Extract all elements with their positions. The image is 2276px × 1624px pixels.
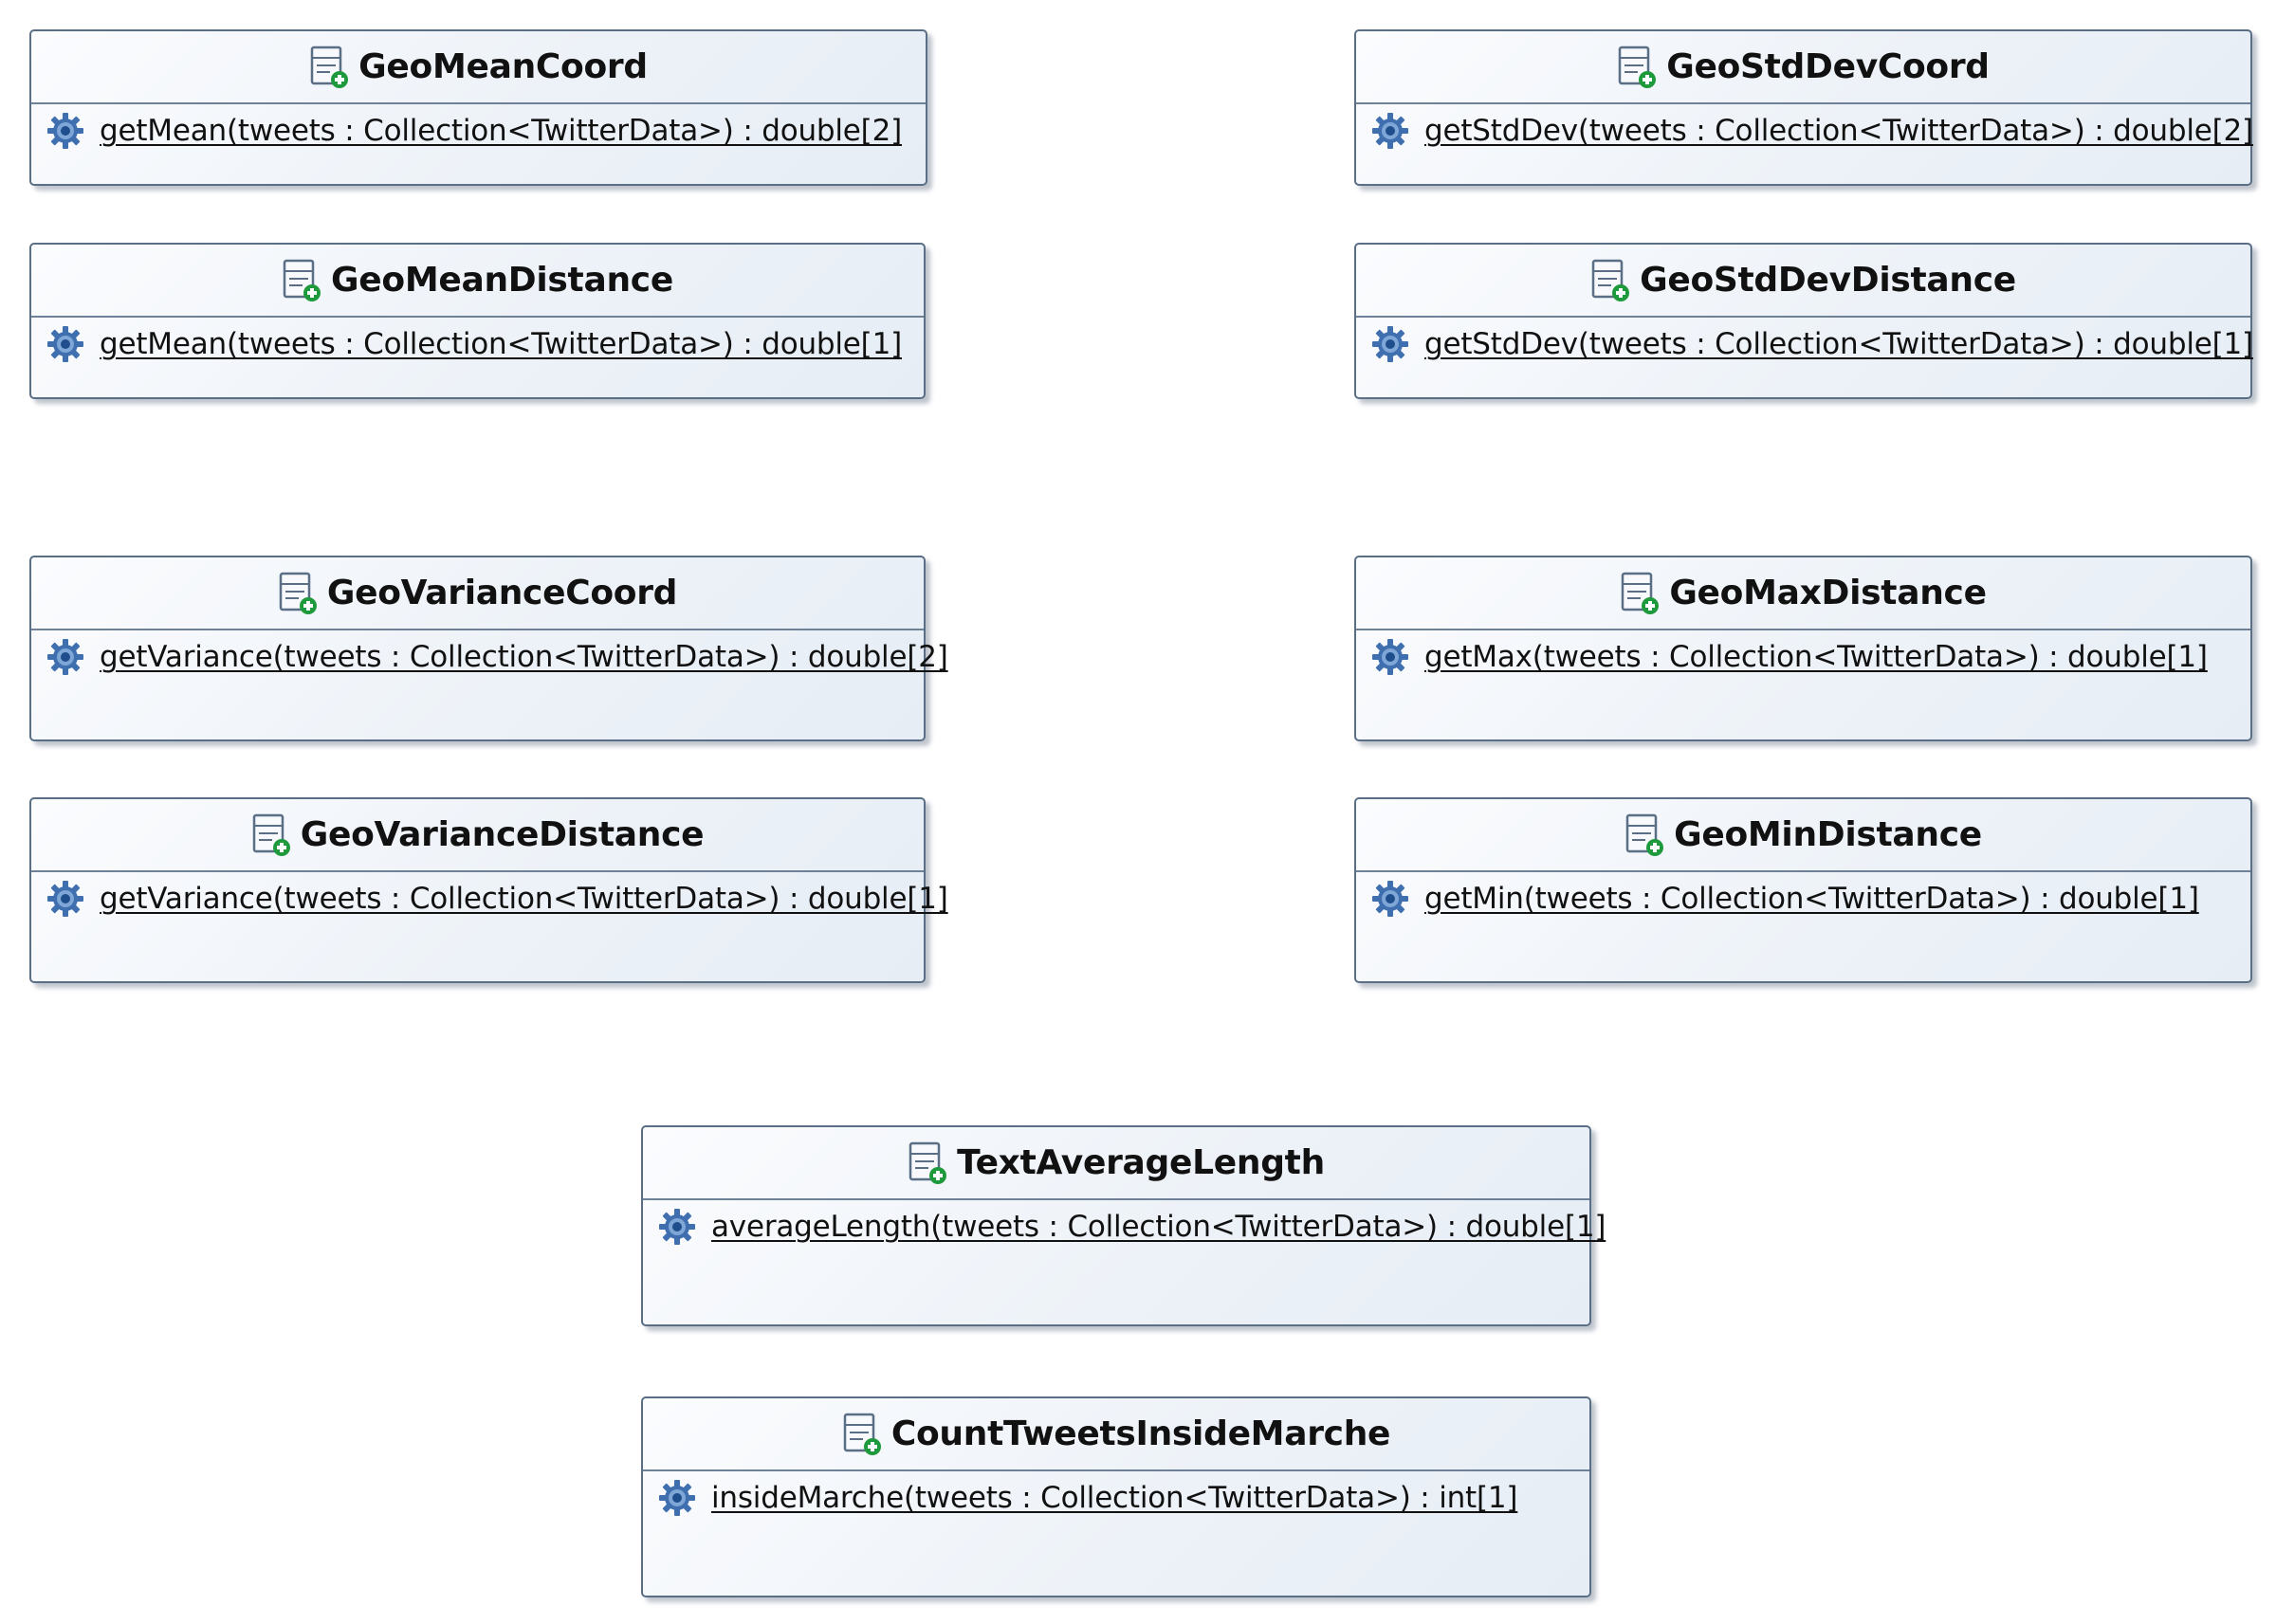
operation-signature: getStdDev(tweets : Collection<TwitterDat…: [1424, 114, 2253, 148]
operation-gear-icon: [658, 1208, 696, 1246]
class-box-geomaxdistance[interactable]: GeoMaxDistance getMax(tweets : Collectio…: [1354, 556, 2252, 741]
operation-signature: getStdDev(tweets : Collection<TwitterDat…: [1424, 327, 2253, 361]
class-header: TextAverageLength: [643, 1127, 1589, 1200]
class-icon: [282, 258, 323, 303]
class-name: GeoVarianceCoord: [326, 574, 678, 612]
class-header: CountTweetsInsideMarche: [643, 1398, 1589, 1471]
operation-gear-icon: [1371, 880, 1409, 918]
class-name: GeoMeanCoord: [358, 47, 648, 86]
class-box-textaveragelength[interactable]: TextAverageLength averageLength(tweets :…: [641, 1125, 1606, 1326]
class-header: GeoStdDevDistance: [1356, 245, 2250, 318]
operation-signature: getMean(tweets : Collection<TwitterData>…: [100, 327, 902, 361]
operation-signature: getMin(tweets : Collection<TwitterData>)…: [1424, 882, 2199, 916]
operation-signature: getMean(tweets : Collection<TwitterData>…: [100, 114, 902, 148]
operation-signature: getVariance(tweets : Collection<TwitterD…: [100, 640, 948, 674]
operation-gear-icon: [1371, 112, 1409, 150]
class-icon: [1590, 258, 1632, 303]
class-box-geomeandistance[interactable]: GeoMeanDistance getMean(tweets : Collect…: [29, 243, 926, 399]
class-header: GeoMeanDistance: [31, 245, 924, 318]
class-name: GeoStdDevDistance: [1640, 261, 2016, 300]
class-box-geomindistance[interactable]: GeoMinDistance getMin(tweets : Collectio…: [1354, 797, 2252, 983]
operation-gear-icon: [46, 112, 84, 150]
class-icon: [1624, 812, 1666, 858]
class-header: GeoVarianceCoord: [31, 557, 924, 630]
class-name: GeoStdDevCoord: [1666, 47, 1990, 86]
class-name: GeoMaxDistance: [1669, 574, 1987, 612]
class-box-geostddevdistance[interactable]: GeoStdDevDistance getStdDev(tweets : Col…: [1354, 243, 2253, 399]
operation-row[interactable]: getMean(tweets : Collection<TwitterData>…: [31, 104, 926, 150]
operation-signature: getMax(tweets : Collection<TwitterData>)…: [1424, 640, 2208, 674]
operation-row[interactable]: averageLength(tweets : Collection<Twitte…: [643, 1200, 1606, 1246]
operation-gear-icon: [46, 325, 84, 363]
class-icon: [908, 1140, 949, 1186]
class-icon: [1620, 571, 1661, 616]
operation-row[interactable]: getVariance(tweets : Collection<TwitterD…: [31, 872, 948, 918]
class-header: GeoMeanCoord: [31, 31, 926, 104]
operation-row[interactable]: getMax(tweets : Collection<TwitterData>)…: [1356, 630, 2250, 676]
class-header: GeoVarianceDistance: [31, 799, 924, 872]
class-name: GeoMinDistance: [1674, 815, 1982, 854]
class-icon: [842, 1412, 884, 1457]
operation-signature: averageLength(tweets : Collection<Twitte…: [711, 1210, 1606, 1244]
class-header: GeoStdDevCoord: [1356, 31, 2250, 104]
class-icon: [309, 45, 351, 90]
class-header: GeoMaxDistance: [1356, 557, 2250, 630]
class-box-geomeancoord[interactable]: GeoMeanCoord getMean(tweets : Collection…: [29, 29, 927, 186]
class-box-geovariancedistance[interactable]: GeoVarianceDistance getVariance(tweets :…: [29, 797, 948, 983]
class-name: TextAverageLength: [957, 1143, 1325, 1182]
class-icon: [1617, 45, 1659, 90]
class-name: GeoMeanDistance: [331, 261, 673, 300]
operation-gear-icon: [46, 638, 84, 676]
class-icon: [278, 571, 320, 616]
operation-gear-icon: [1371, 638, 1409, 676]
operation-row[interactable]: insideMarche(tweets : Collection<Twitter…: [643, 1471, 1589, 1517]
operation-gear-icon: [46, 880, 84, 918]
class-header: GeoMinDistance: [1356, 799, 2250, 872]
class-box-counttweetsinsidemarche[interactable]: CountTweetsInsideMarche insideMarche(twe…: [641, 1396, 1591, 1597]
class-name: CountTweetsInsideMarche: [890, 1414, 1391, 1453]
operation-row[interactable]: getMean(tweets : Collection<TwitterData>…: [31, 318, 924, 363]
operation-signature: insideMarche(tweets : Collection<Twitter…: [711, 1481, 1518, 1515]
operation-signature: getVariance(tweets : Collection<TwitterD…: [100, 882, 948, 916]
class-name: GeoVarianceDistance: [300, 815, 705, 854]
class-box-geovariancecoord[interactable]: GeoVarianceCoord getVariance(tweets : Co…: [29, 556, 948, 741]
operation-row[interactable]: getStdDev(tweets : Collection<TwitterDat…: [1356, 104, 2253, 150]
operation-row[interactable]: getVariance(tweets : Collection<TwitterD…: [31, 630, 948, 676]
operation-row[interactable]: getMin(tweets : Collection<TwitterData>)…: [1356, 872, 2250, 918]
class-box-geostddevcoord[interactable]: GeoStdDevCoord getStdDev(tweets : Collec…: [1354, 29, 2253, 186]
operation-gear-icon: [1371, 325, 1409, 363]
operation-row[interactable]: getStdDev(tweets : Collection<TwitterDat…: [1356, 318, 2253, 363]
operation-gear-icon: [658, 1479, 696, 1517]
class-icon: [251, 812, 293, 858]
